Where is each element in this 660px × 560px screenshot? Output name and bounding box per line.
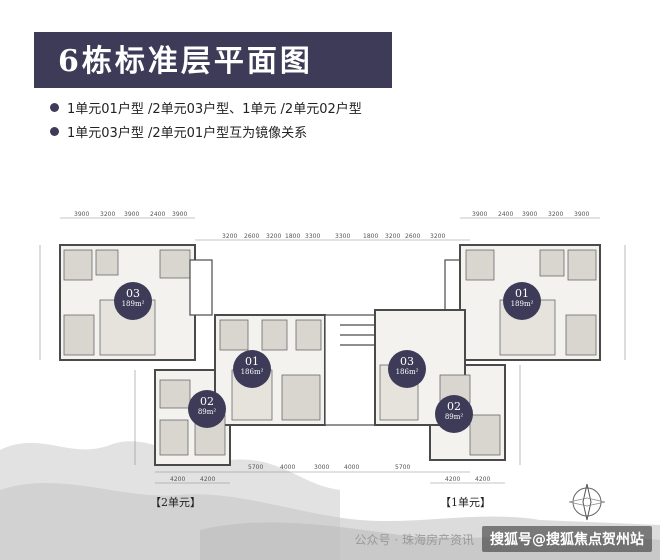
note-text: 1单元03户型 /2单元01户型互为镜像关系 bbox=[67, 126, 308, 141]
dim-label: 3000 bbox=[314, 464, 329, 471]
unit-badge: 01 186m² bbox=[233, 350, 271, 388]
dim-label: 1800 bbox=[363, 233, 378, 240]
note-text: 1单元01户型 /2单元03户型、1单元 /2单元02户型 bbox=[67, 102, 362, 117]
dim-label: 3200 bbox=[430, 233, 445, 240]
unit-area: 186m² bbox=[395, 368, 419, 376]
dim-label: 3200 bbox=[548, 211, 563, 218]
dim-label: 4000 bbox=[280, 464, 295, 471]
page-title: 6栋标准层平面图 bbox=[58, 44, 313, 79]
unit-code: 01 bbox=[245, 355, 259, 368]
dim-label: 4200 bbox=[200, 476, 215, 483]
dim-label: 3900 bbox=[574, 211, 589, 218]
watermark-badge: 搜狐号@搜狐焦点贺州站 bbox=[482, 526, 652, 552]
dim-label: 1800 bbox=[285, 233, 300, 240]
unit-area: 89m² bbox=[444, 413, 464, 421]
publisher-text: 公众号 · 珠海房产资讯 bbox=[354, 532, 474, 547]
unit-code: 03 bbox=[126, 287, 140, 300]
dim-label: 3300 bbox=[335, 233, 350, 240]
dim-label: 3300 bbox=[305, 233, 320, 240]
dimension-lines bbox=[39, 217, 626, 484]
dim-label: 5700 bbox=[395, 464, 410, 471]
dim-label: 3200 bbox=[385, 233, 400, 240]
unit-code: 03 bbox=[400, 355, 414, 368]
dim-label: 3200 bbox=[100, 211, 115, 218]
dim-label: 5700 bbox=[248, 464, 263, 471]
dim-label: 3900 bbox=[522, 211, 537, 218]
floor-plan-drawing: 3900 3200 3900 2400 3900 3900 2400 3900 … bbox=[39, 211, 626, 484]
unit-label-2: 【2单元】 bbox=[150, 496, 201, 509]
dim-label: 4200 bbox=[445, 476, 460, 483]
compass-icon bbox=[568, 483, 606, 521]
dim-label: 4200 bbox=[475, 476, 490, 483]
unit-badge: 01 189m² bbox=[503, 282, 541, 320]
unit-badge: 03 189m² bbox=[114, 282, 152, 320]
unit-area: 89m² bbox=[197, 408, 217, 416]
floor-plan: 3900 3200 3900 2400 3900 3900 2400 3900 … bbox=[0, 150, 660, 510]
title-banner bbox=[34, 32, 392, 88]
dim-label: 3900 bbox=[124, 211, 139, 218]
unit-code: 02 bbox=[447, 400, 461, 413]
dim-label: 2600 bbox=[244, 233, 259, 240]
dim-label: 3200 bbox=[266, 233, 281, 240]
dim-label: 3200 bbox=[222, 233, 237, 240]
note-row: 1单元03户型 /2单元01户型互为镜像关系 bbox=[50, 122, 307, 141]
dim-label: 2400 bbox=[150, 211, 165, 218]
dim-label: 3900 bbox=[172, 211, 187, 218]
dim-label: 3900 bbox=[472, 211, 487, 218]
unit-area: 189m² bbox=[121, 300, 145, 308]
note-row: 1单元01户型 /2单元03户型、1单元 /2单元02户型 bbox=[50, 98, 362, 117]
bullet-dot bbox=[50, 103, 59, 112]
unit-badge: 02 89m² bbox=[435, 395, 473, 433]
dim-label: 4000 bbox=[344, 464, 359, 471]
dim-label: 4200 bbox=[170, 476, 185, 483]
dim-label: 2600 bbox=[405, 233, 420, 240]
dim-label: 2400 bbox=[498, 211, 513, 218]
unit-badge: 02 89m² bbox=[188, 390, 226, 428]
dim-label: 3900 bbox=[74, 211, 89, 218]
unit-area: 186m² bbox=[240, 368, 264, 376]
unit-label-1: 【1单元】 bbox=[440, 496, 491, 509]
unit-badge: 03 186m² bbox=[388, 350, 426, 388]
unit-code: 01 bbox=[515, 287, 529, 300]
bullet-dot bbox=[50, 127, 59, 136]
unit-area: 189m² bbox=[510, 300, 534, 308]
watermark: 公众号 · 珠海房产资讯 搜狐号@搜狐焦点贺州站 bbox=[355, 526, 652, 552]
unit-code: 02 bbox=[200, 395, 214, 408]
